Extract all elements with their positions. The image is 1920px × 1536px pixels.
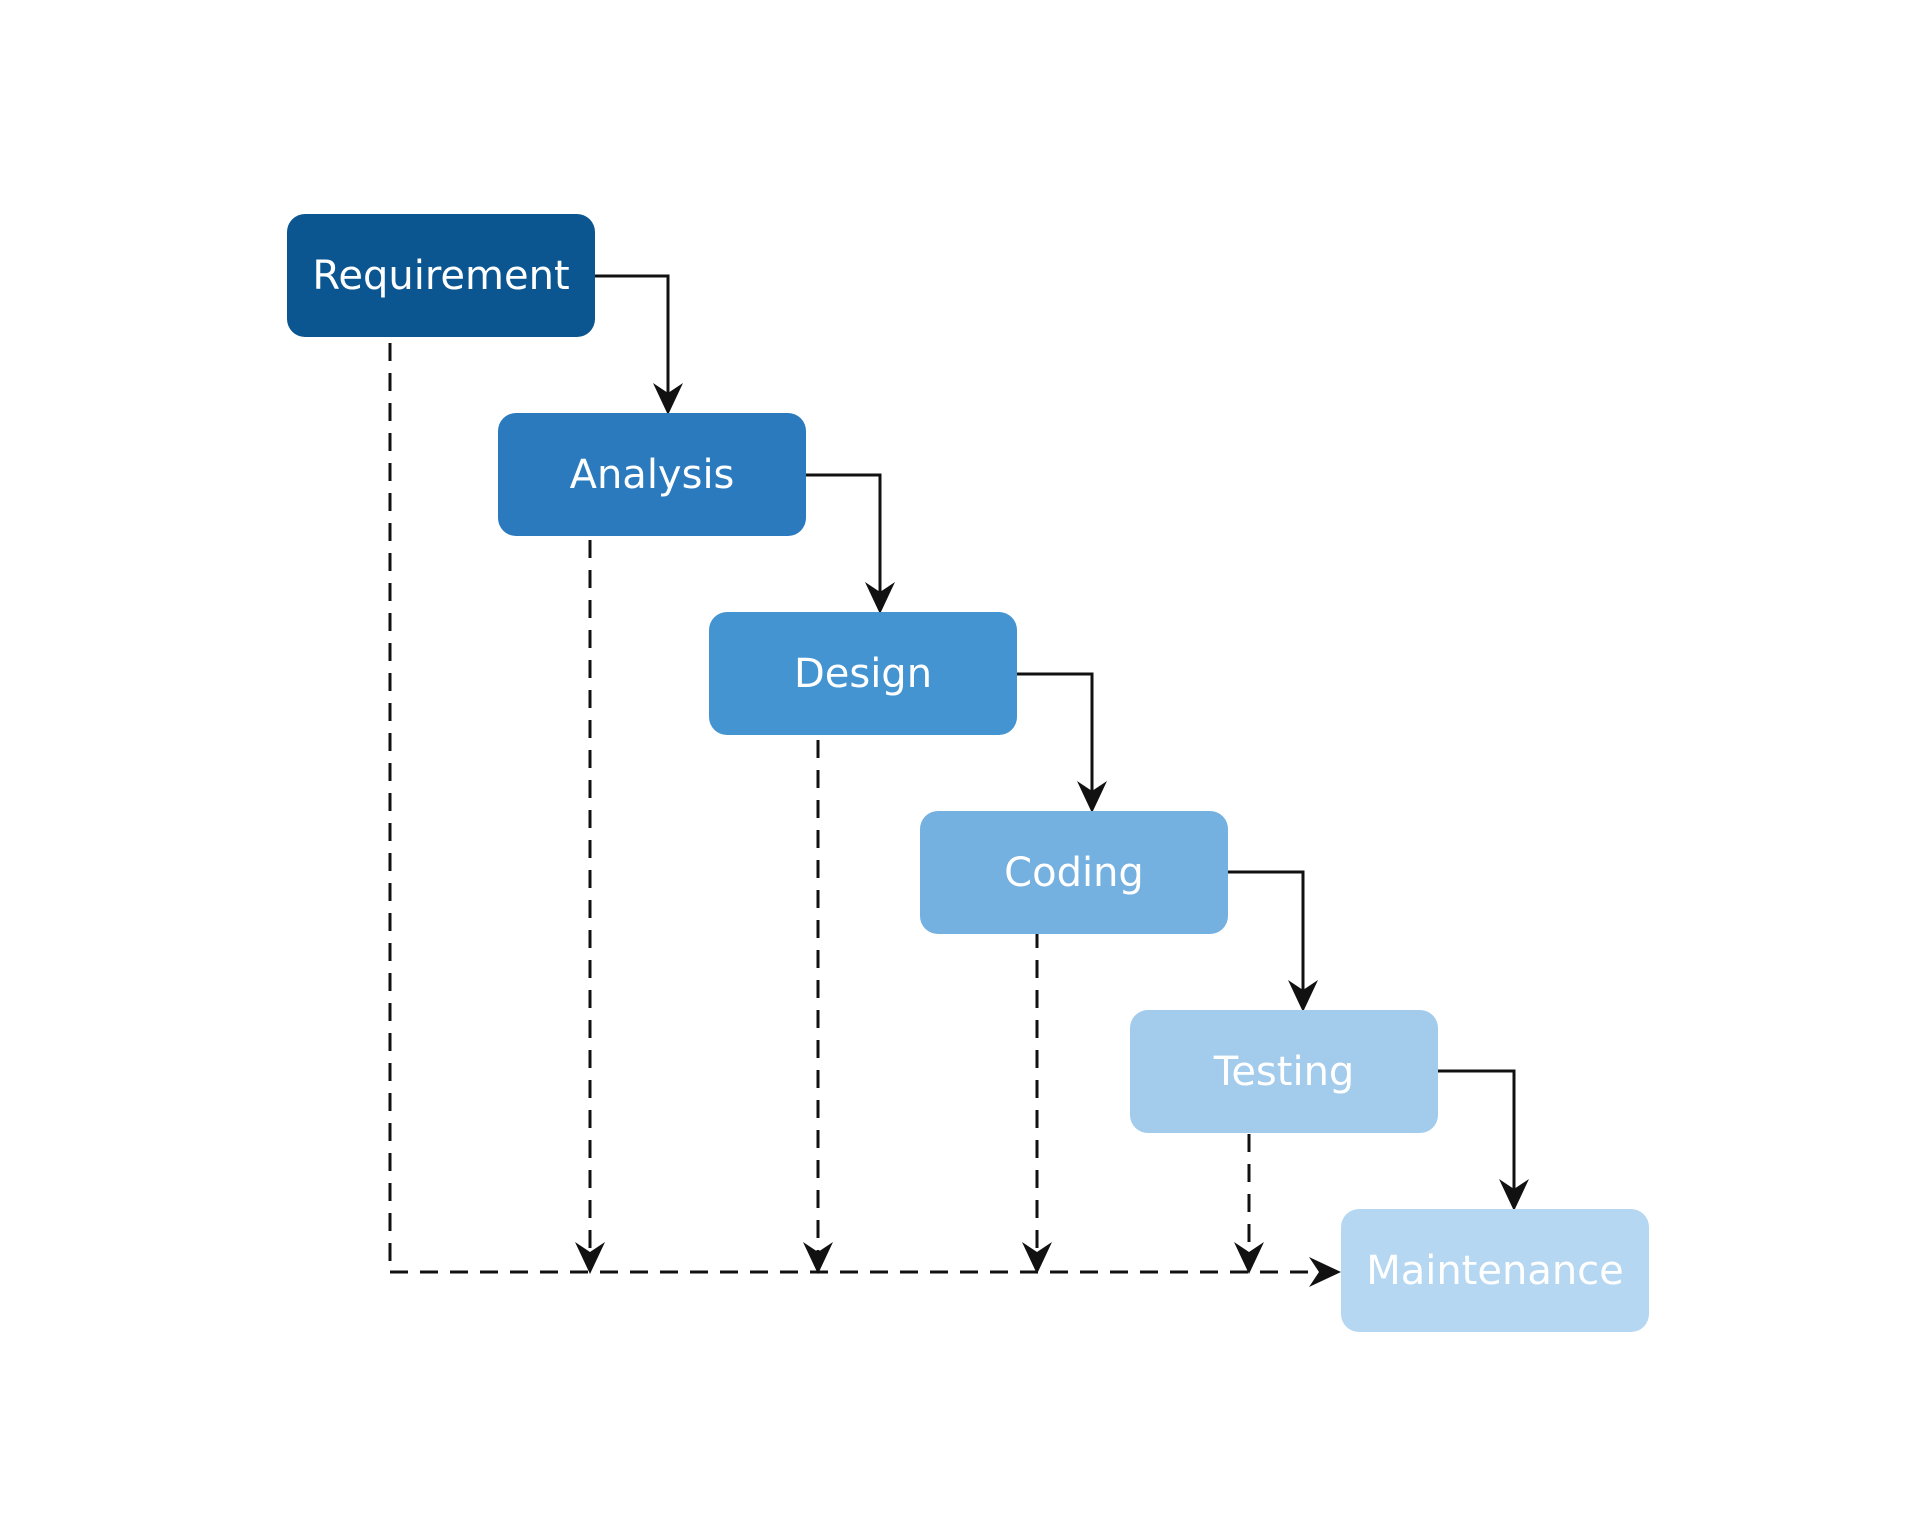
flow-arrows [595, 274, 1529, 1211]
stage-testing: Testing [1130, 1010, 1438, 1133]
dashed-lines [388, 343, 1341, 1287]
arrow-analysis-to-design [806, 473, 895, 614]
stage-requirement: Requirement [287, 214, 595, 337]
stage-requirement-label: Requirement [312, 252, 570, 299]
arrow-requirement-to-analysis [595, 274, 683, 415]
arrow-testing-to-maintenance [1438, 1069, 1529, 1211]
arrow-design-to-coding [1017, 672, 1107, 813]
stage-design-label: Design [793, 650, 933, 697]
stage-coding: Coding [920, 811, 1228, 934]
stage-analysis: Analysis [498, 413, 806, 536]
stage-testing-label: Testing [1213, 1048, 1355, 1095]
stage-maintenance: Maintenance [1341, 1209, 1649, 1332]
arrow-coding-to-testing [1228, 870, 1318, 1012]
stage-maintenance-label: Maintenance [1366, 1247, 1624, 1294]
stage-design: Design [709, 612, 1017, 735]
stage-analysis-label: Analysis [569, 451, 735, 498]
stage-coding-label: Coding [1004, 849, 1144, 896]
